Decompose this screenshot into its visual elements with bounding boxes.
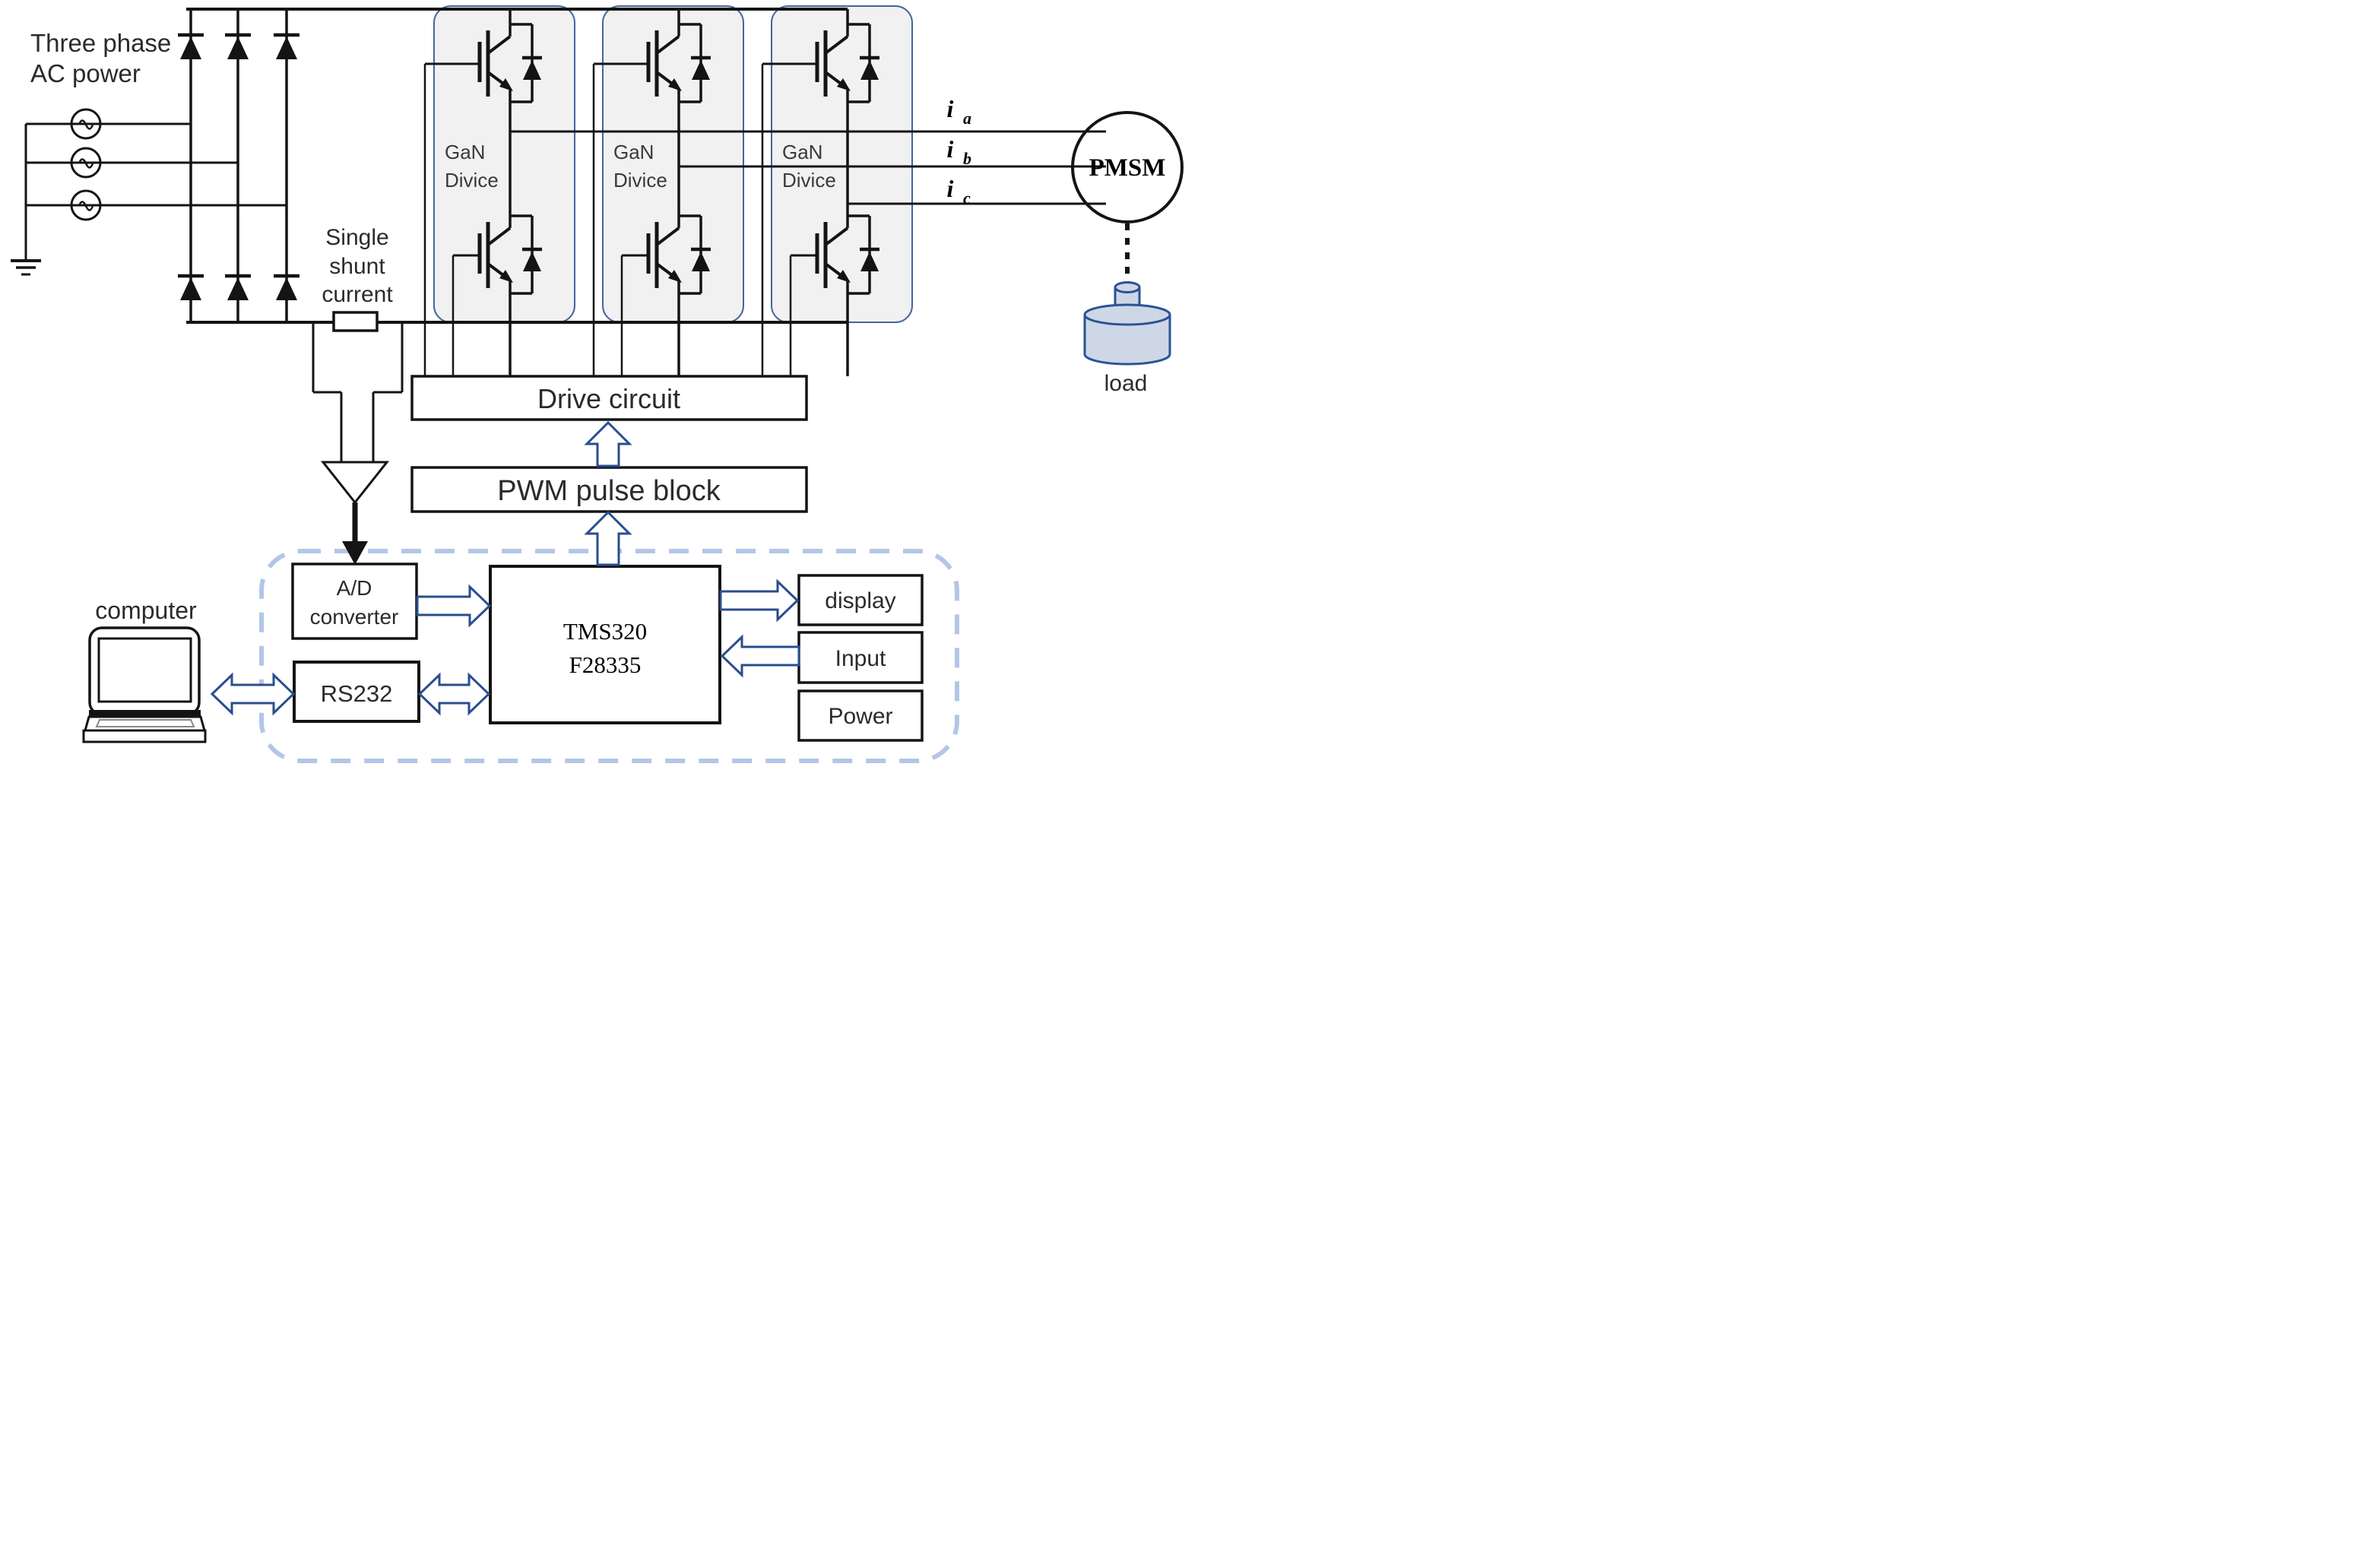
input-box xyxy=(797,631,924,684)
arrow-dsp-to-display xyxy=(719,578,800,623)
inverter-leg-wiring xyxy=(423,62,849,376)
display-label: display xyxy=(825,588,895,613)
current-label-ib: i xyxy=(947,135,954,163)
arrow-pwm-to-drive xyxy=(584,420,632,467)
diode-icon xyxy=(225,35,251,59)
shunt-sense-wiring xyxy=(312,322,404,462)
input-label: Input xyxy=(835,646,886,671)
current-sub-ia: a xyxy=(963,109,971,128)
diode-icon xyxy=(225,276,251,300)
power-label: Power xyxy=(828,704,892,729)
display-box xyxy=(797,574,924,626)
dsp-box xyxy=(489,565,721,724)
dsp-label-line1: TMS320 xyxy=(563,618,647,645)
rs232-label: RS232 xyxy=(321,680,393,707)
rectifier-bridge xyxy=(178,8,848,324)
phase-current-labels: i a i b i c xyxy=(947,95,971,208)
pwm-pulse-label: PWM pulse block xyxy=(497,475,721,507)
arrow-adc-to-dsp xyxy=(416,584,492,628)
ground-icon xyxy=(11,259,41,276)
gan-label: Divice xyxy=(613,169,667,192)
dsp-label-line2: F28335 xyxy=(569,651,642,678)
rs232-box xyxy=(293,661,420,723)
shunt-label-line1: Single xyxy=(325,225,388,250)
load-label: load xyxy=(1104,371,1148,396)
load-icon xyxy=(1083,281,1171,366)
laptop-icon xyxy=(82,626,207,743)
diode-icon xyxy=(178,35,204,59)
arrow-rs232-dsp xyxy=(417,672,491,716)
shunt-label-line3: current xyxy=(322,282,393,307)
arrow-dsp-to-pwm xyxy=(584,510,632,566)
three-phase-source xyxy=(11,108,287,276)
adc-label-line2: converter xyxy=(310,605,399,629)
adc-box xyxy=(291,562,418,640)
shunt-resistor-icon xyxy=(332,311,379,332)
gan-label: Divice xyxy=(782,169,836,192)
adc-label-line1: A/D xyxy=(337,576,372,600)
ac-source-icon xyxy=(70,147,102,179)
source-label-line2: AC power xyxy=(30,59,141,87)
arrow-computer-rs232 xyxy=(210,672,296,716)
pwm-pulse-box xyxy=(410,466,808,513)
diode-icon xyxy=(178,276,204,300)
computer-label: computer xyxy=(95,597,197,624)
pmsm-motor-icon xyxy=(1071,111,1184,223)
sense-signal-arrow xyxy=(342,502,368,565)
shunt-label-line2: shunt xyxy=(329,254,385,279)
drive-circuit-box xyxy=(410,375,808,421)
gan-label: Divice xyxy=(445,169,499,192)
motor-drive-system-diagram: Three phase AC power Single shunt curren… xyxy=(0,0,1190,780)
current-sub-ib: b xyxy=(963,149,971,168)
diode-icon xyxy=(274,35,299,59)
diode-icon xyxy=(274,276,299,300)
gan-label: GaN xyxy=(613,141,654,163)
phase-lines xyxy=(510,130,1106,205)
gan-label: GaN xyxy=(445,141,485,163)
ac-source-icon xyxy=(70,108,102,140)
source-label-line1: Three phase xyxy=(30,29,171,57)
drive-circuit-label: Drive circuit xyxy=(537,383,680,414)
amplifier-icon xyxy=(320,461,390,505)
power-box xyxy=(797,689,924,742)
arrow-input-to-dsp xyxy=(720,634,800,678)
gan-label: GaN xyxy=(782,141,822,163)
current-label-ia: i xyxy=(947,95,954,122)
ac-source-icon xyxy=(70,189,102,221)
pmsm-label: PMSM xyxy=(1089,154,1166,182)
current-label-ic: i xyxy=(947,175,954,202)
current-sub-ic: c xyxy=(963,189,971,208)
